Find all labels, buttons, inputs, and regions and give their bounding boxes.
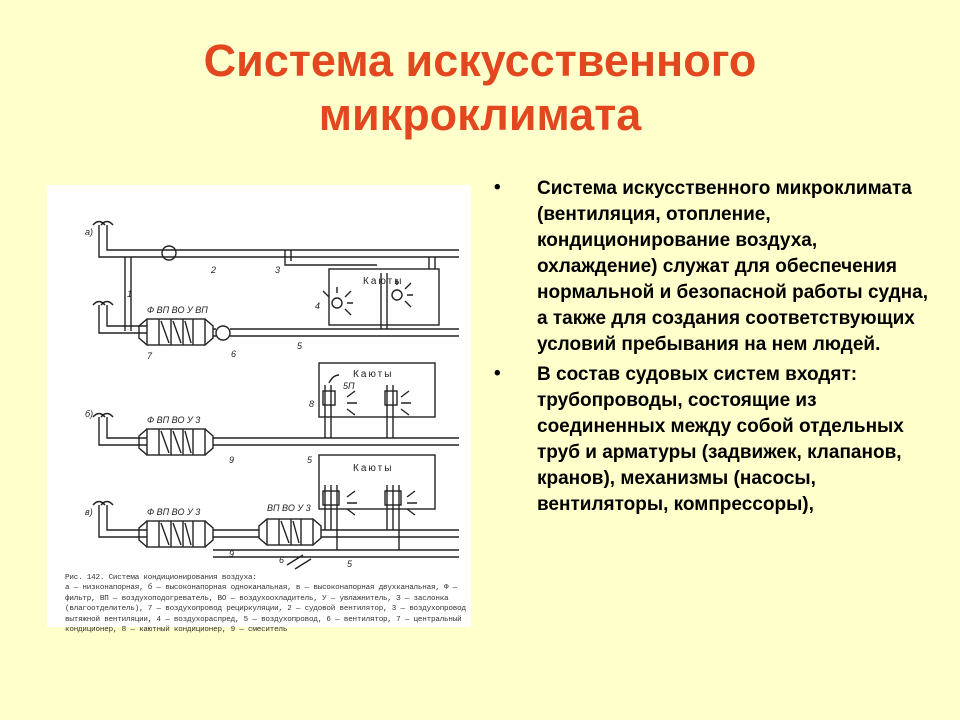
- svg-text:5П: 5П: [343, 381, 355, 391]
- svg-text:7: 7: [147, 351, 153, 361]
- svg-text:3: 3: [275, 265, 280, 275]
- bullet-dot-icon: •: [494, 177, 501, 198]
- svg-text:6: 6: [279, 555, 284, 565]
- svg-text:9: 9: [229, 455, 234, 465]
- cabin-label-c: Каюты: [353, 463, 393, 474]
- figure-caption: Рис. 142. Система кондиционирования возд…: [65, 573, 466, 635]
- bullet-text: В состав судовых систем входят: трубопро…: [537, 364, 904, 515]
- svg-text:1: 1: [127, 289, 132, 299]
- svg-text:6: 6: [231, 349, 236, 359]
- caption-line: вытяжной вентиляции, 4 — воздухораспред,…: [65, 615, 462, 624]
- panel-c: в) Ф ВП ВО У 3 ВП ВО У 3 Каюты: [85, 454, 459, 570]
- ventilation-diagram-figure: а) Ф ВП ВО У ВП Каюты: [47, 185, 471, 634]
- svg-text:5: 5: [347, 559, 353, 569]
- svg-text:8: 8: [309, 399, 314, 409]
- unit-labels-a: Ф ВП ВО У ВП: [147, 305, 208, 315]
- cabin-label-a: Каюты: [363, 276, 403, 287]
- bullet-dot-icon: •: [494, 363, 501, 384]
- panel-a: а) Ф ВП ВО У ВП Каюты: [85, 220, 459, 361]
- caption-line: Рис. 142. Система кондиционирования возд…: [65, 574, 257, 582]
- cabin-label-b: Каюты: [353, 369, 393, 380]
- svg-text:5: 5: [297, 341, 303, 351]
- caption-line: фильтр, ВП — воздухоподогреватель, ВО — …: [65, 594, 449, 603]
- panel-b-label: б): [85, 409, 93, 419]
- panel-b: б) Ф ВП ВО У 3 Каюты 5П 8 9 5: [85, 362, 459, 465]
- panel-c-label: в): [85, 507, 93, 517]
- svg-text:9: 9: [229, 549, 234, 559]
- bullet-item: • В состав судовых систем входят: трубоп…: [494, 362, 934, 518]
- slide-title: Система искусственного микроклимата: [0, 34, 960, 142]
- caption-line: а — низконапорная, б — высоконапорная од…: [65, 584, 458, 593]
- svg-text:2: 2: [210, 265, 216, 275]
- bullet-item: • Система искусственного микроклимата (в…: [494, 176, 934, 358]
- title-line-1: Система искусственного: [203, 35, 757, 86]
- svg-text:5: 5: [307, 455, 313, 465]
- panel-a-label: а): [85, 227, 93, 237]
- ventilation-diagram: а) Ф ВП ВО У ВП Каюты: [85, 220, 459, 570]
- unit-labels-c2: ВП ВО У 3: [267, 503, 311, 513]
- title-line-2: микроклимата: [318, 89, 642, 140]
- bullet-list: • Система искусственного микроклимата (в…: [494, 176, 934, 522]
- caption-line: (влагоотделитель), 7 — воздухопровод рец…: [65, 605, 466, 614]
- unit-labels-c1: Ф ВП ВО У 3: [147, 507, 200, 517]
- bullet-text: Система искусственного микроклимата (вен…: [537, 178, 928, 355]
- svg-text:4: 4: [315, 301, 320, 311]
- unit-labels-b: Ф ВП ВО У 3: [147, 415, 200, 425]
- caption-line: кондиционер, 8 — каютный кондиционер, 9 …: [65, 626, 288, 635]
